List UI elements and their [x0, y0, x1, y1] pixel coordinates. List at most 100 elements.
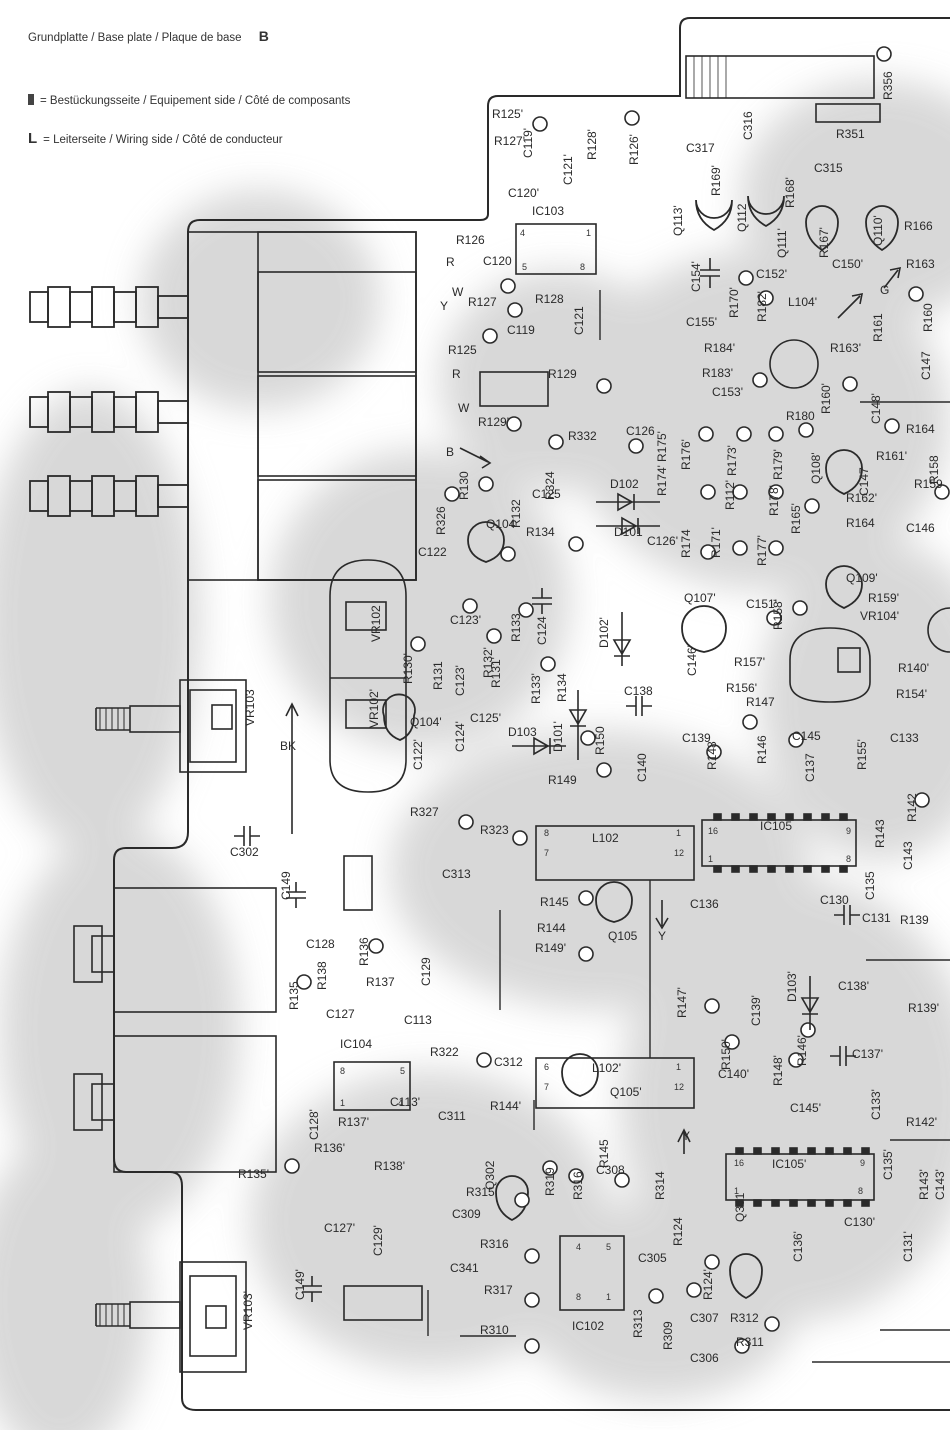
- component-label: IC105: [760, 819, 792, 833]
- component-label: R173': [725, 445, 739, 476]
- transistor-symbols: [382, 195, 899, 1300]
- legend-wiring-side: L= Leiterseite / Wiring side / Côté de c…: [28, 130, 283, 147]
- component-label: R135: [287, 981, 301, 1010]
- component-label: R164: [906, 422, 935, 436]
- component-label: R180: [786, 409, 815, 423]
- component-label: C309: [452, 1207, 481, 1221]
- component-label: C130': [844, 1215, 875, 1229]
- component-label: C317: [686, 141, 715, 155]
- input-socket-block: [187, 231, 417, 581]
- component-label: VR102': [367, 689, 381, 728]
- component-label: R136': [314, 1141, 345, 1155]
- component-label: C120': [508, 186, 539, 200]
- component-label: C313: [442, 867, 471, 881]
- component-label: R160: [921, 303, 935, 332]
- svg-text:8: 8: [340, 1066, 345, 1076]
- component-label: Q105: [608, 929, 638, 943]
- component-label: D103': [785, 971, 799, 1002]
- component-label: C136: [690, 897, 719, 911]
- component-label: R176': [679, 439, 693, 470]
- component-label: C155': [686, 315, 717, 329]
- component-label: C140: [635, 753, 649, 782]
- component-label: C131: [862, 911, 891, 925]
- component-label: R312: [730, 1311, 759, 1325]
- component-label: R322: [430, 1045, 459, 1059]
- component-label: R311: [736, 1335, 764, 1349]
- component-label: Y: [658, 929, 666, 943]
- component-label: R155': [855, 739, 869, 770]
- svg-text:1: 1: [676, 828, 681, 838]
- component-label: L102: [592, 831, 619, 845]
- ic105-package: [701, 813, 857, 873]
- component-label: C135: [863, 871, 877, 900]
- component-label: R126: [456, 233, 485, 247]
- component-label: R145: [597, 1139, 611, 1168]
- component-label: C341: [450, 1261, 479, 1275]
- diode-symbols: [512, 492, 820, 1030]
- component-label: R139: [900, 913, 929, 927]
- component-label: C302: [230, 845, 259, 859]
- component-label: C121': [561, 154, 575, 185]
- component-label: R158: [927, 455, 941, 484]
- component-label: Q104': [410, 715, 442, 729]
- component-label: R183': [702, 366, 733, 380]
- component-label: R136: [357, 937, 371, 966]
- svg-text:12: 12: [674, 1082, 684, 1092]
- component-label: R148: [705, 741, 719, 770]
- component-label: C123': [453, 665, 467, 696]
- component-label: D102: [610, 477, 639, 491]
- component-label: C146': [685, 645, 699, 676]
- component-label: C311: [438, 1109, 466, 1123]
- component-label: R184': [704, 341, 735, 355]
- ic105-prime-package: [725, 1147, 875, 1207]
- component-label: R148': [771, 1055, 785, 1086]
- component-side-icon: [28, 94, 34, 105]
- rca-jack-middle: [29, 391, 189, 433]
- component-label: G: [880, 283, 889, 297]
- svg-text:1: 1: [340, 1098, 345, 1108]
- svg-text:8: 8: [580, 262, 585, 272]
- component-label: Q112: [735, 203, 749, 232]
- component-label: Q302: [483, 1160, 497, 1190]
- component-label: R131': [489, 657, 503, 688]
- svg-text:8: 8: [576, 1292, 581, 1302]
- component-label: R154': [896, 687, 927, 701]
- component-label: C139: [682, 731, 711, 745]
- component-label: R161': [876, 449, 907, 463]
- component-label: R147: [746, 695, 775, 709]
- component-label: C146: [906, 521, 935, 535]
- title-letter: B: [258, 28, 269, 44]
- component-label: R140': [898, 661, 929, 675]
- component-label: D103: [508, 725, 537, 739]
- component-label: R145: [540, 895, 569, 909]
- component-label: R179': [771, 449, 785, 480]
- component-label: C119': [521, 128, 535, 158]
- component-label: C125: [532, 487, 561, 501]
- component-label: R135': [238, 1167, 269, 1181]
- component-label: R324: [543, 471, 557, 500]
- svg-text:1: 1: [708, 854, 713, 864]
- l102-prime-coil: [535, 1057, 695, 1109]
- component-label: R146: [755, 735, 769, 764]
- component-label: R316: [480, 1237, 509, 1251]
- svg-text:7: 7: [544, 848, 549, 858]
- component-label: R175': [655, 431, 669, 462]
- component-label: R161: [871, 313, 885, 342]
- vr103-potentiometer: [95, 679, 247, 773]
- svg-text:4: 4: [576, 1242, 581, 1252]
- component-label: R133: [509, 613, 523, 642]
- component-label: R149: [548, 773, 577, 787]
- svg-text:1: 1: [676, 1062, 681, 1072]
- svg-text:16: 16: [708, 826, 718, 836]
- component-label: C315: [814, 161, 843, 175]
- component-label: Q108': [809, 452, 823, 484]
- component-label: Q109': [846, 571, 878, 585]
- component-label: BK: [280, 739, 296, 753]
- component-label: C128': [307, 1109, 321, 1140]
- component-label: W: [458, 401, 470, 415]
- component-label: C122: [418, 545, 447, 559]
- svg-text:8: 8: [858, 1186, 863, 1196]
- svg-text:9: 9: [860, 1158, 865, 1168]
- component-label: R160': [819, 383, 833, 414]
- component-label: VR102: [369, 605, 383, 642]
